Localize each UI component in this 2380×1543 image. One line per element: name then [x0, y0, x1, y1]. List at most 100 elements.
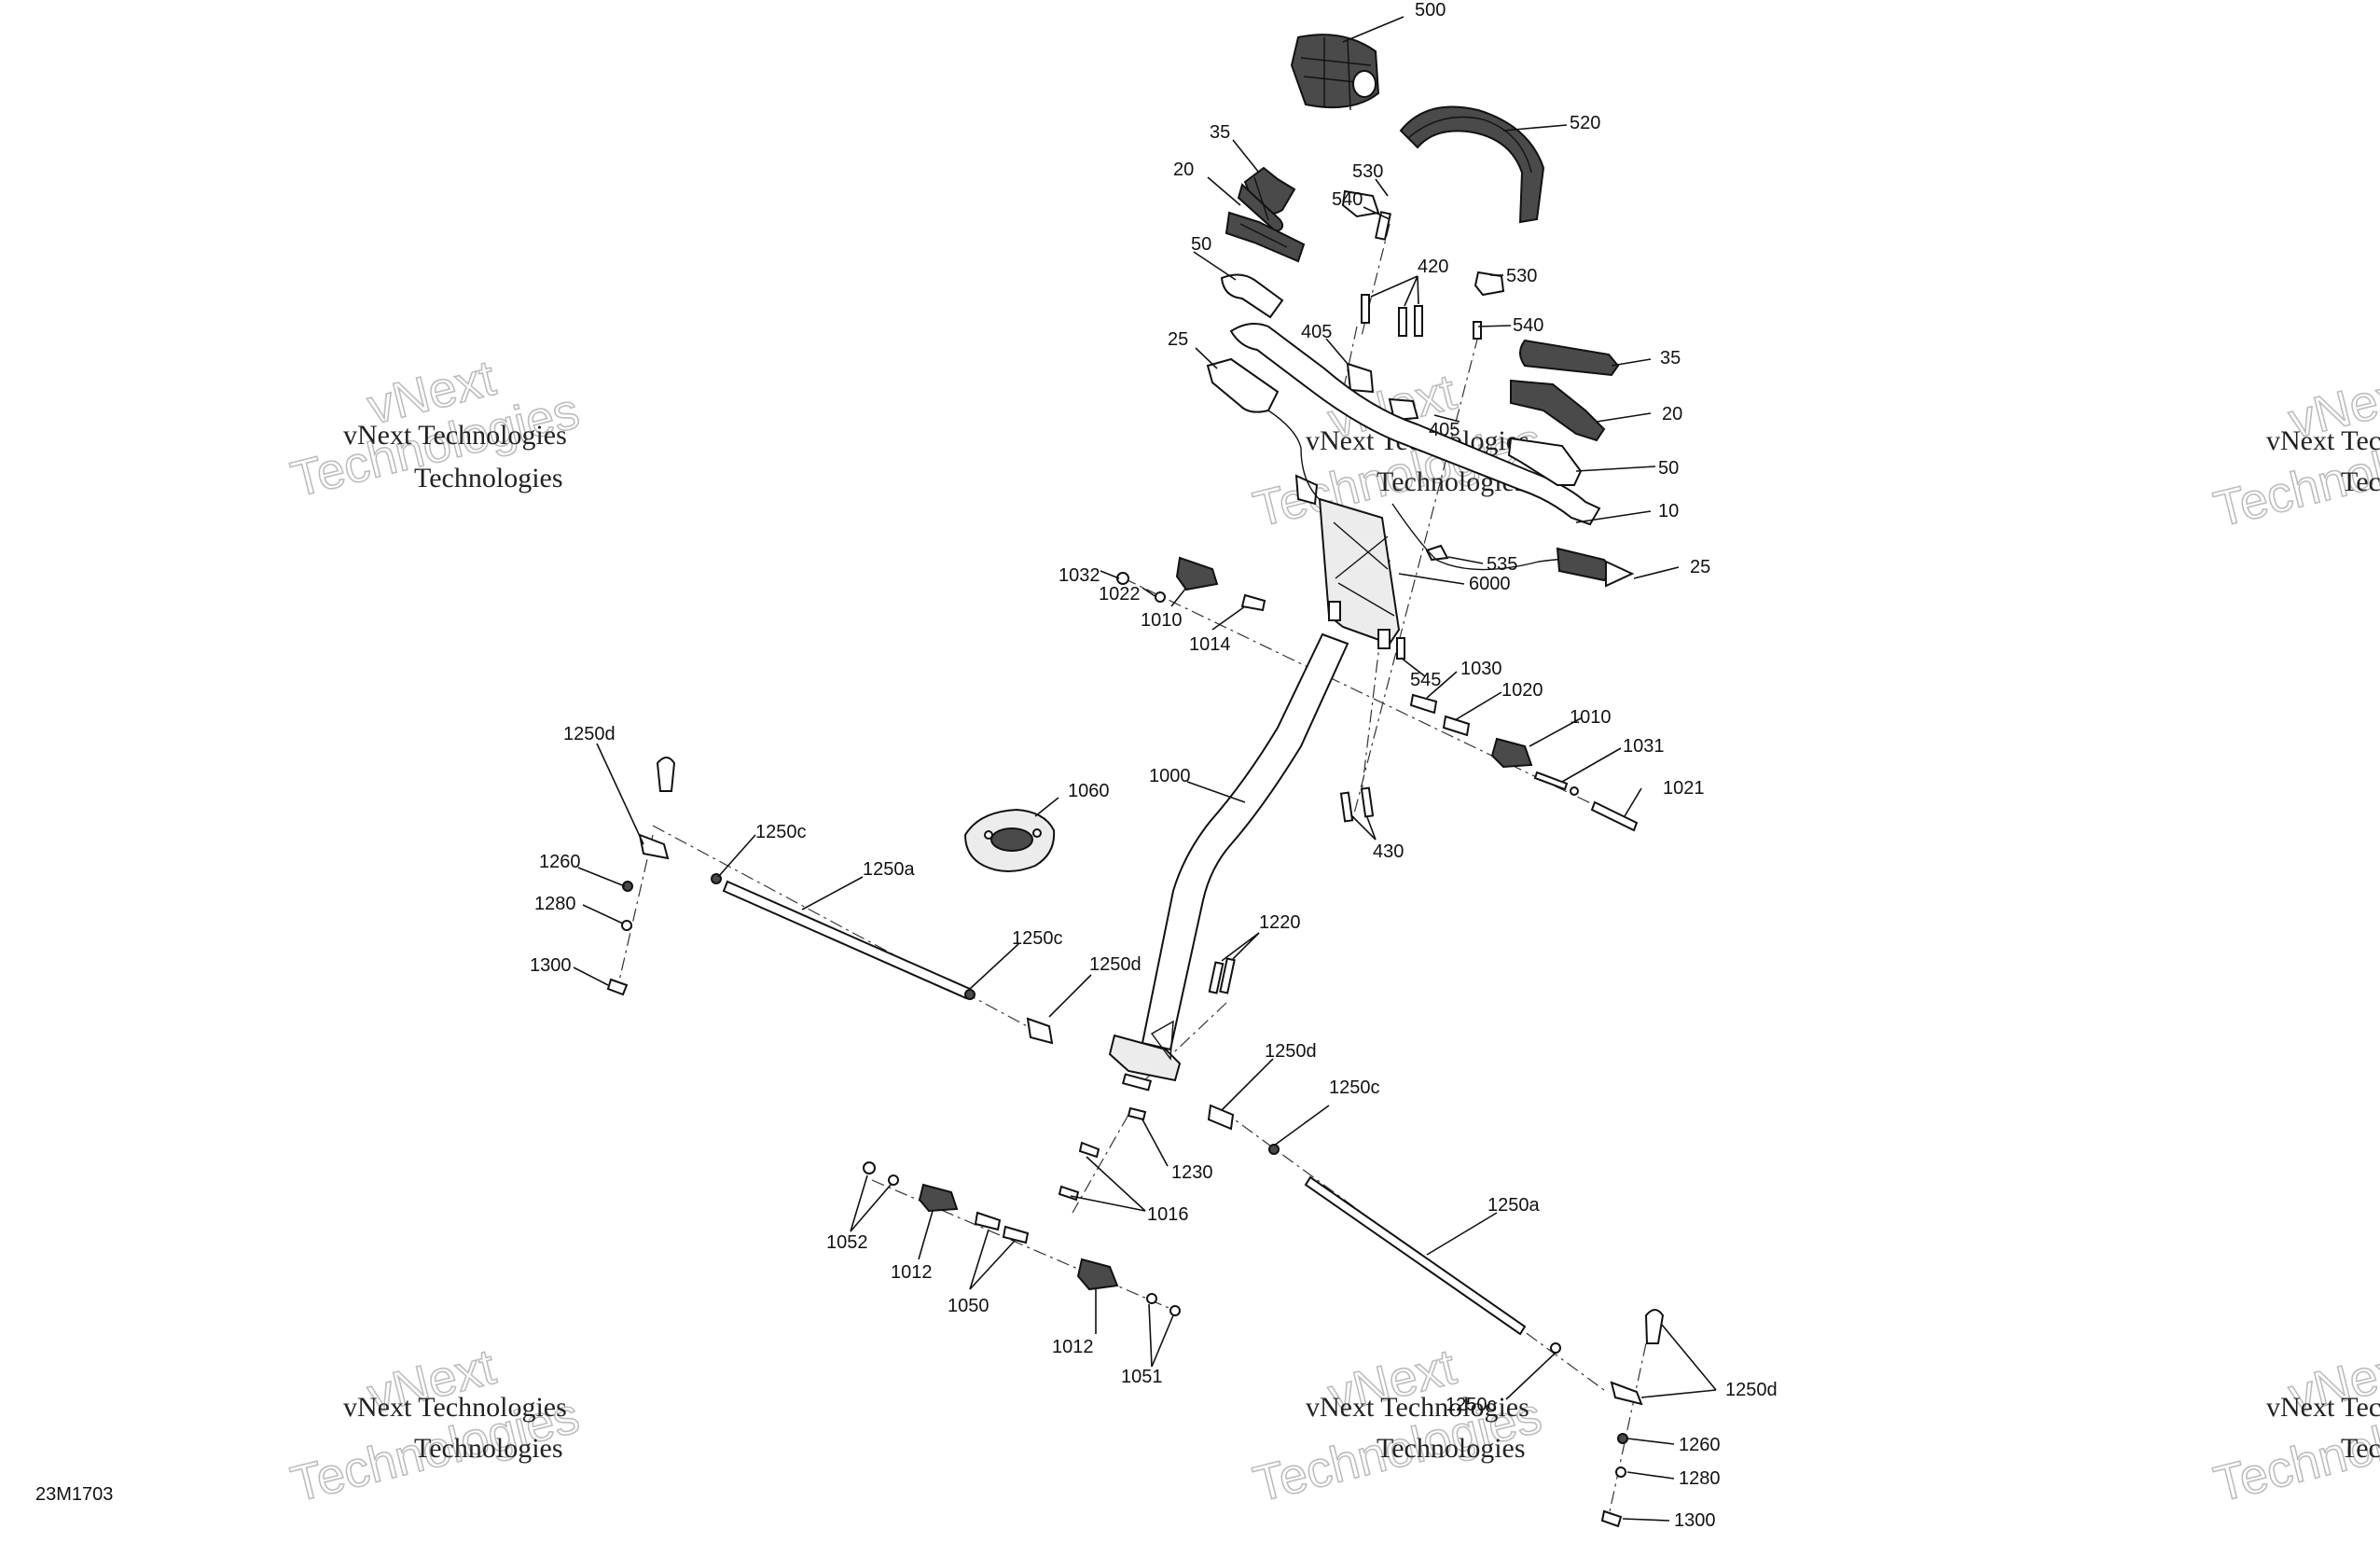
callout-1250d: 1250d — [563, 724, 616, 744]
callout-1016: 1016 — [1147, 1204, 1189, 1225]
steering-column-1000 — [1108, 632, 1349, 1091]
callout-1021: 1021 — [1663, 778, 1705, 799]
callout-1250c-d: 1250c — [1446, 1395, 1497, 1415]
callout-1020: 1020 — [1501, 680, 1543, 701]
handguard-520 — [1399, 105, 1545, 224]
callout-1060: 1060 — [1068, 781, 1110, 801]
rod-1250a-right — [1304, 1175, 1527, 1336]
callout-540: 540 — [1332, 189, 1363, 210]
callout-545: 545 — [1410, 670, 1441, 690]
watermark-line1: vNext Technologies — [343, 420, 567, 451]
washer-1230 — [1127, 1106, 1147, 1121]
callout-1250c-b: 1250c — [1012, 928, 1063, 949]
callout-1250c-c: 1250c — [1329, 1077, 1380, 1098]
watermark-line1: vNext Technologies — [2266, 425, 2380, 456]
callout-1230: 1230 — [1171, 1162, 1213, 1183]
callout-420: 420 — [1418, 257, 1448, 277]
callout-1022: 1022 — [1099, 584, 1141, 605]
callout-1260: 1260 — [539, 852, 581, 872]
leader-lines — [573, 16, 1717, 1522]
callout-530: 530 — [1352, 161, 1383, 182]
grip-35-right — [1519, 339, 1620, 377]
watermark-top-right: Technologies vNext vNext Technologies Te… — [2208, 363, 2380, 538]
sleeve-50-right — [1507, 437, 1583, 486]
axis-430 — [1361, 559, 1391, 794]
callout-1010-right: 1010 — [1570, 707, 1612, 728]
axis-540 — [1351, 335, 1479, 822]
callout-520: 520 — [1570, 113, 1600, 133]
lower-clamp-hardware — [863, 1161, 1181, 1316]
callout-535: 535 — [1487, 554, 1517, 575]
callout-25: 25 — [1168, 329, 1188, 350]
callout-1012-b: 1012 — [1052, 1337, 1094, 1357]
watermark-bottom-left: Technologies vNext vNext Technologies Te… — [285, 1338, 586, 1513]
washer-1016 — [1058, 1141, 1100, 1202]
callout-1050: 1050 — [948, 1296, 989, 1316]
callout-540-right: 540 — [1513, 315, 1543, 336]
axis-left-rod — [652, 825, 1045, 1036]
callout-1250d-b: 1250d — [1089, 954, 1142, 975]
callout-10: 10 — [1658, 501, 1679, 521]
handlebar-pad-500 — [1290, 34, 1380, 111]
axis-clamp-bolt — [871, 1179, 1176, 1312]
callout-labels: 500 520 35 20 530 540 50 420 530 405 540… — [530, 0, 1778, 1531]
watermark-line2: Technologies — [414, 463, 563, 493]
callout-1051: 1051 — [1121, 1367, 1163, 1387]
callout-25-right: 25 — [1690, 557, 1710, 577]
callout-6000: 6000 — [1469, 574, 1511, 594]
callout-530-right: 530 — [1506, 266, 1537, 286]
callout-1052: 1052 — [826, 1232, 868, 1253]
tie-rod-left — [606, 757, 1054, 1045]
callout-20: 20 — [1173, 160, 1194, 180]
callout-50-right: 50 — [1658, 458, 1679, 479]
callout-1260-b: 1260 — [1679, 1435, 1721, 1455]
callout-20-right: 20 — [1662, 404, 1682, 424]
callout-1250c: 1250c — [755, 822, 807, 842]
callout-430: 430 — [1373, 841, 1404, 862]
parts — [606, 34, 1665, 1528]
grip-heater-20-right — [1510, 379, 1606, 442]
callout-1280-b: 1280 — [1679, 1468, 1721, 1489]
watermark-top-left: Technologies vNext vNext Technologies Te… — [285, 349, 586, 508]
watermark-line1: vNext Technologies — [2266, 1392, 2380, 1423]
callout-405: 405 — [1301, 322, 1332, 342]
callout-1250d-d: 1250d — [1725, 1380, 1778, 1400]
watermark-line2: Technologies — [414, 1433, 563, 1464]
watermark-line2: Technologies — [1377, 1433, 1526, 1464]
sleeve-50-top — [1220, 273, 1284, 319]
clamp-530-540-right — [1473, 271, 1505, 340]
callout-1031: 1031 — [1623, 736, 1665, 757]
bolts-420 — [1361, 294, 1423, 337]
callout-405-right: 405 — [1429, 420, 1460, 440]
hardware-1220 — [1208, 957, 1236, 994]
axis-420 — [1342, 326, 1358, 393]
riser-block — [1318, 497, 1401, 649]
callout-1014: 1014 — [1189, 634, 1231, 655]
axis-1220 — [1142, 1002, 1227, 1083]
bolts-430 — [1339, 786, 1375, 823]
axis-left-ball — [616, 834, 654, 990]
callout-1300-b: 1300 — [1674, 1510, 1716, 1531]
callout-1032: 1032 — [1059, 565, 1100, 586]
watermark-bottom-center: Technologies vNext vNext Technologies Te… — [1248, 1338, 1548, 1513]
callout-1280: 1280 — [534, 894, 576, 914]
callout-1250a: 1250a — [863, 859, 915, 880]
callout-1250d-c: 1250d — [1265, 1041, 1317, 1062]
callout-35-right: 35 — [1660, 348, 1681, 368]
screw-545 — [1396, 637, 1405, 660]
watermark-line2: Technologies — [2341, 1433, 2380, 1464]
callout-1300: 1300 — [530, 955, 572, 976]
callout-1010: 1010 — [1141, 610, 1183, 631]
hardware-right-riser — [1409, 693, 1639, 832]
plate-1060 — [963, 808, 1056, 872]
reference-code: 23M1703 — [35, 1484, 113, 1505]
watermark-line1: vNext Technologies — [1306, 1392, 1529, 1423]
watermark-line1: vNext Technologies — [343, 1392, 567, 1423]
callout-35: 35 — [1210, 122, 1230, 143]
handlebar-10 — [1229, 322, 1601, 526]
bar-end-25-left — [1206, 357, 1325, 505]
watermark-line2: Technologies — [2341, 466, 2380, 497]
callout-1012: 1012 — [891, 1262, 933, 1283]
axis-530 — [1361, 223, 1391, 337]
rod-1250a-left — [722, 880, 972, 1000]
